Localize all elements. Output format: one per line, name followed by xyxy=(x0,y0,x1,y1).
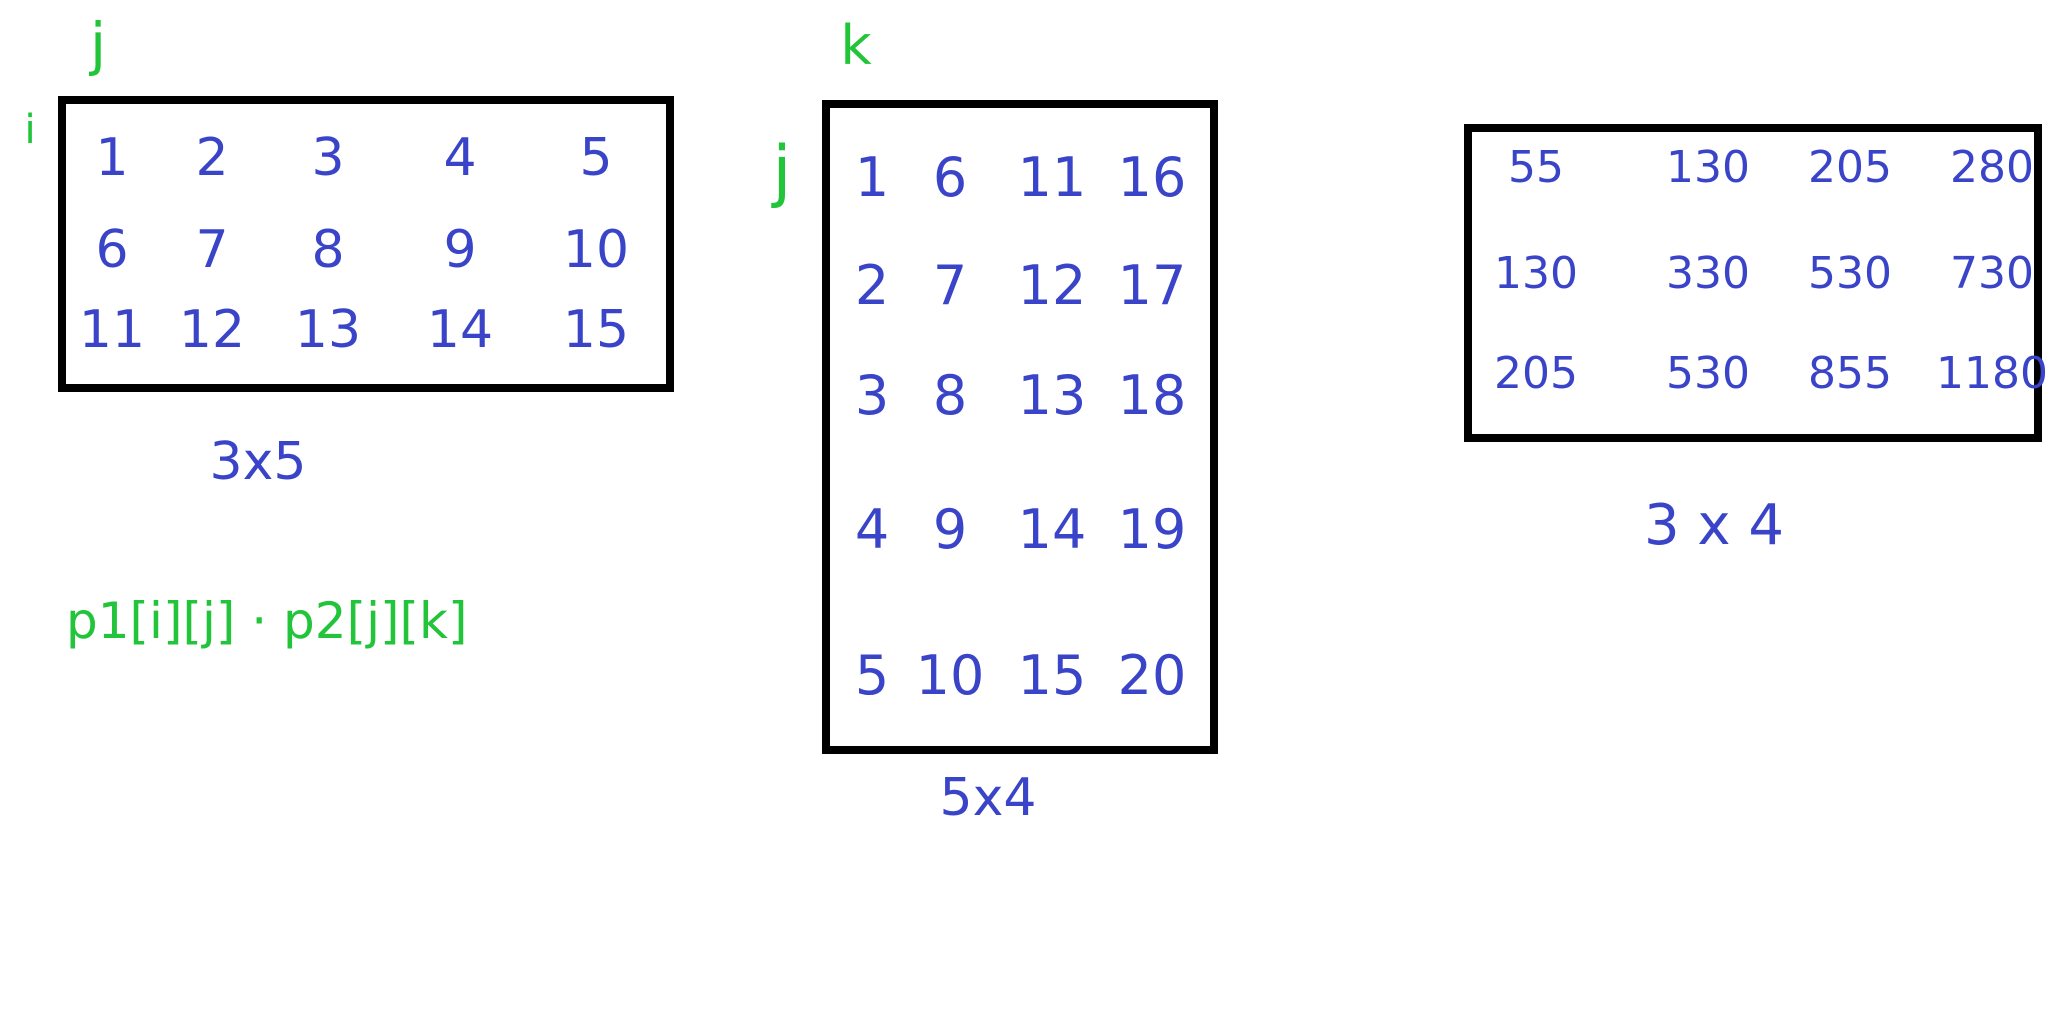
matrix-a-cell-r1-c2: 2 xyxy=(195,128,229,188)
matrix-b-cell-r3-c3: 13 xyxy=(1017,364,1087,427)
matrix-b-cell-r2-c2: 7 xyxy=(932,254,968,317)
matrix-a-frame xyxy=(58,96,674,392)
matrix-b-col-label: k xyxy=(840,14,872,77)
matrix-a-cell-r3-c4: 14 xyxy=(426,300,494,360)
matrix-a-cell-r1-c5: 5 xyxy=(579,128,613,188)
matrix-b-frame xyxy=(822,100,1218,754)
matrix-b-cell-r1-c2: 6 xyxy=(932,146,968,209)
matrix-b-cell-r5-c2: 10 xyxy=(915,644,985,707)
matrix-c-cell-r2-c1: 130 xyxy=(1494,248,1578,299)
matrix-a-cell-r2-c4: 9 xyxy=(443,220,477,280)
matrix-c-dims: 3 x 4 xyxy=(1644,493,1784,558)
matrix-c-cell-r1-c2: 130 xyxy=(1666,142,1750,193)
matrix-b-cell-r1-c1: 1 xyxy=(854,146,890,209)
matrix-c-cell-r3-c3: 855 xyxy=(1808,348,1892,399)
matrix-b-cell-r1-c4: 16 xyxy=(1117,146,1187,209)
matrix-b-cell-r4-c3: 14 xyxy=(1017,498,1087,561)
matrix-a-cell-r3-c2: 12 xyxy=(178,300,246,360)
matrix-b-cell-r3-c4: 18 xyxy=(1117,364,1187,427)
matrix-a-cell-r2-c5: 10 xyxy=(562,220,630,280)
matrix-a-cell-r2-c3: 8 xyxy=(311,220,345,280)
matrix-c-cell-r1-c3: 205 xyxy=(1808,142,1892,193)
matrix-c-frame xyxy=(1464,124,2042,442)
matrix-b-cell-r3-c1: 3 xyxy=(854,364,890,427)
matrix-a-cell-r3-c5: 15 xyxy=(562,300,630,360)
matrix-b-cell-r2-c4: 17 xyxy=(1117,254,1187,317)
matrix-a-cell-r2-c2: 7 xyxy=(195,220,229,280)
matrix-b-dims: 5x4 xyxy=(939,768,1037,828)
matrix-c-cell-r1-c1: 55 xyxy=(1508,142,1564,193)
matrix-b-cell-r2-c1: 2 xyxy=(854,254,890,317)
matrix-b-cell-r4-c2: 9 xyxy=(932,498,968,561)
matrix-c-cell-r3-c2: 530 xyxy=(1666,348,1750,399)
multiplication-formula: p1[i][j] · p2[j][k] xyxy=(66,592,468,650)
matrix-b-cell-r4-c1: 4 xyxy=(854,498,890,561)
matrix-b-cell-r2-c3: 12 xyxy=(1017,254,1087,317)
matrix-b-cell-r5-c3: 15 xyxy=(1017,644,1087,707)
matrix-a-cell-r3-c3: 13 xyxy=(294,300,362,360)
matrix-b-cell-r5-c4: 20 xyxy=(1117,644,1187,707)
matrix-b-row-label: j xyxy=(772,132,792,211)
matrix-b-cell-r3-c2: 8 xyxy=(932,364,968,427)
matrix-a-cell-r1-c4: 4 xyxy=(443,128,477,188)
matrix-c-cell-r2-c4: 730 xyxy=(1950,248,2034,299)
matrix-a-dims: 3x5 xyxy=(209,432,307,492)
matrix-c-cell-r2-c2: 330 xyxy=(1666,248,1750,299)
matrix-c-cell-r1-c4: 280 xyxy=(1950,142,2034,193)
matrix-c-cell-r3-c1: 205 xyxy=(1494,348,1578,399)
matrix-a-cell-r1-c1: 1 xyxy=(95,128,129,188)
matrix-c-cell-r3-c4: 1180 xyxy=(1936,348,2048,399)
matrix-a-col-label: j xyxy=(89,10,107,78)
matrix-b-cell-r1-c3: 11 xyxy=(1017,146,1087,209)
matrix-a-row-label: i xyxy=(24,107,36,153)
matrix-a-cell-r3-c1: 11 xyxy=(78,300,146,360)
matrix-b-cell-r5-c1: 5 xyxy=(854,644,890,707)
matrix-a-cell-r2-c1: 6 xyxy=(95,220,129,280)
matrix-b-cell-r4-c4: 19 xyxy=(1117,498,1187,561)
matrix-c-cell-r2-c3: 530 xyxy=(1808,248,1892,299)
matrix-a-cell-r1-c3: 3 xyxy=(311,128,345,188)
